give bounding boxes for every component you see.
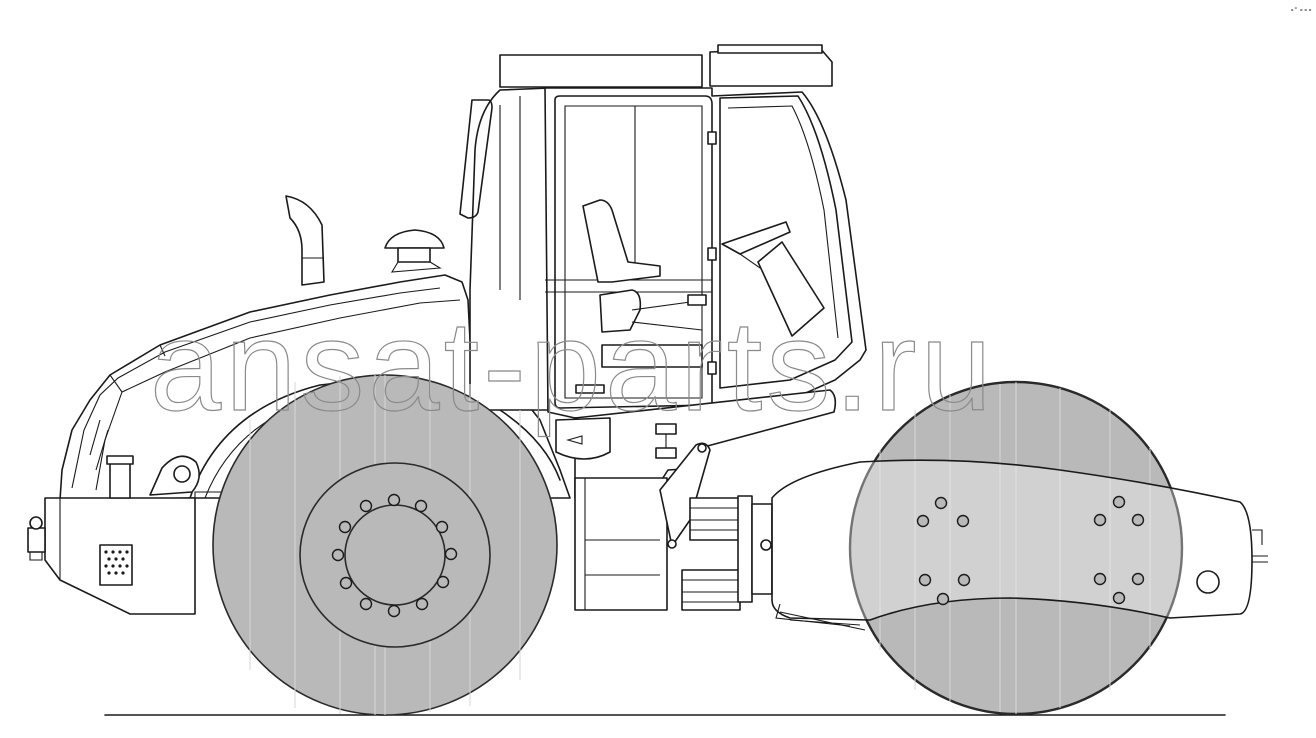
front-drum <box>771 380 1268 716</box>
rear-tire <box>212 374 558 716</box>
wheel-bolts <box>331 493 458 618</box>
light-dots <box>104 550 129 575</box>
watermark-text: ansat-parts.ru <box>150 295 996 438</box>
cab <box>459 44 867 499</box>
drum-tread-lines <box>879 382 1151 714</box>
drum-bolts <box>916 495 1145 606</box>
rear-counterweight <box>27 455 196 615</box>
articulation-frame <box>574 442 773 611</box>
corner-mark: ∘° ∘∘∘ <box>1290 6 1312 14</box>
